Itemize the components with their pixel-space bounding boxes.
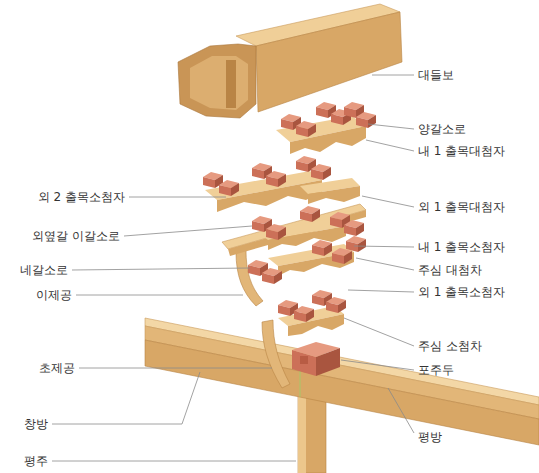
inner-bracket-arm <box>276 102 376 154</box>
part-label: 양갈소로 <box>418 121 466 137</box>
second-arm-cluster <box>222 204 366 306</box>
part-label: 초제공 <box>39 360 75 376</box>
part-label: 외 1 출목소첨자 <box>418 284 505 300</box>
part-label: 포주두 <box>418 362 454 378</box>
part-label: 외 2 출목소첨자 <box>38 189 125 205</box>
small-bracket-arm <box>278 290 346 336</box>
part-label: 평방 <box>418 429 442 445</box>
leader-lines <box>52 75 414 461</box>
part-label: 내 1 출목소첨자 <box>418 239 505 255</box>
part-label: 평주 <box>24 453 48 469</box>
outer-bracket-arms <box>203 156 360 212</box>
part-label: 주심 소첨차 <box>418 338 482 354</box>
main-beam <box>178 4 402 118</box>
bearing-block <box>292 342 340 376</box>
part-label: 이제공 <box>36 287 72 303</box>
part-label: 외옆갈 이갈소로 <box>32 228 120 244</box>
lintel-band <box>145 318 539 473</box>
part-label: 외 1 출목대첨자 <box>418 199 505 215</box>
part-label: 내 1 출목대첨자 <box>418 143 505 159</box>
part-label: 주심 대첨차 <box>418 262 482 278</box>
part-label: 네갈소로 <box>20 262 68 278</box>
part-label: 창방 <box>24 416 48 432</box>
first-arm <box>262 320 290 388</box>
part-label: 대들보 <box>418 67 454 83</box>
